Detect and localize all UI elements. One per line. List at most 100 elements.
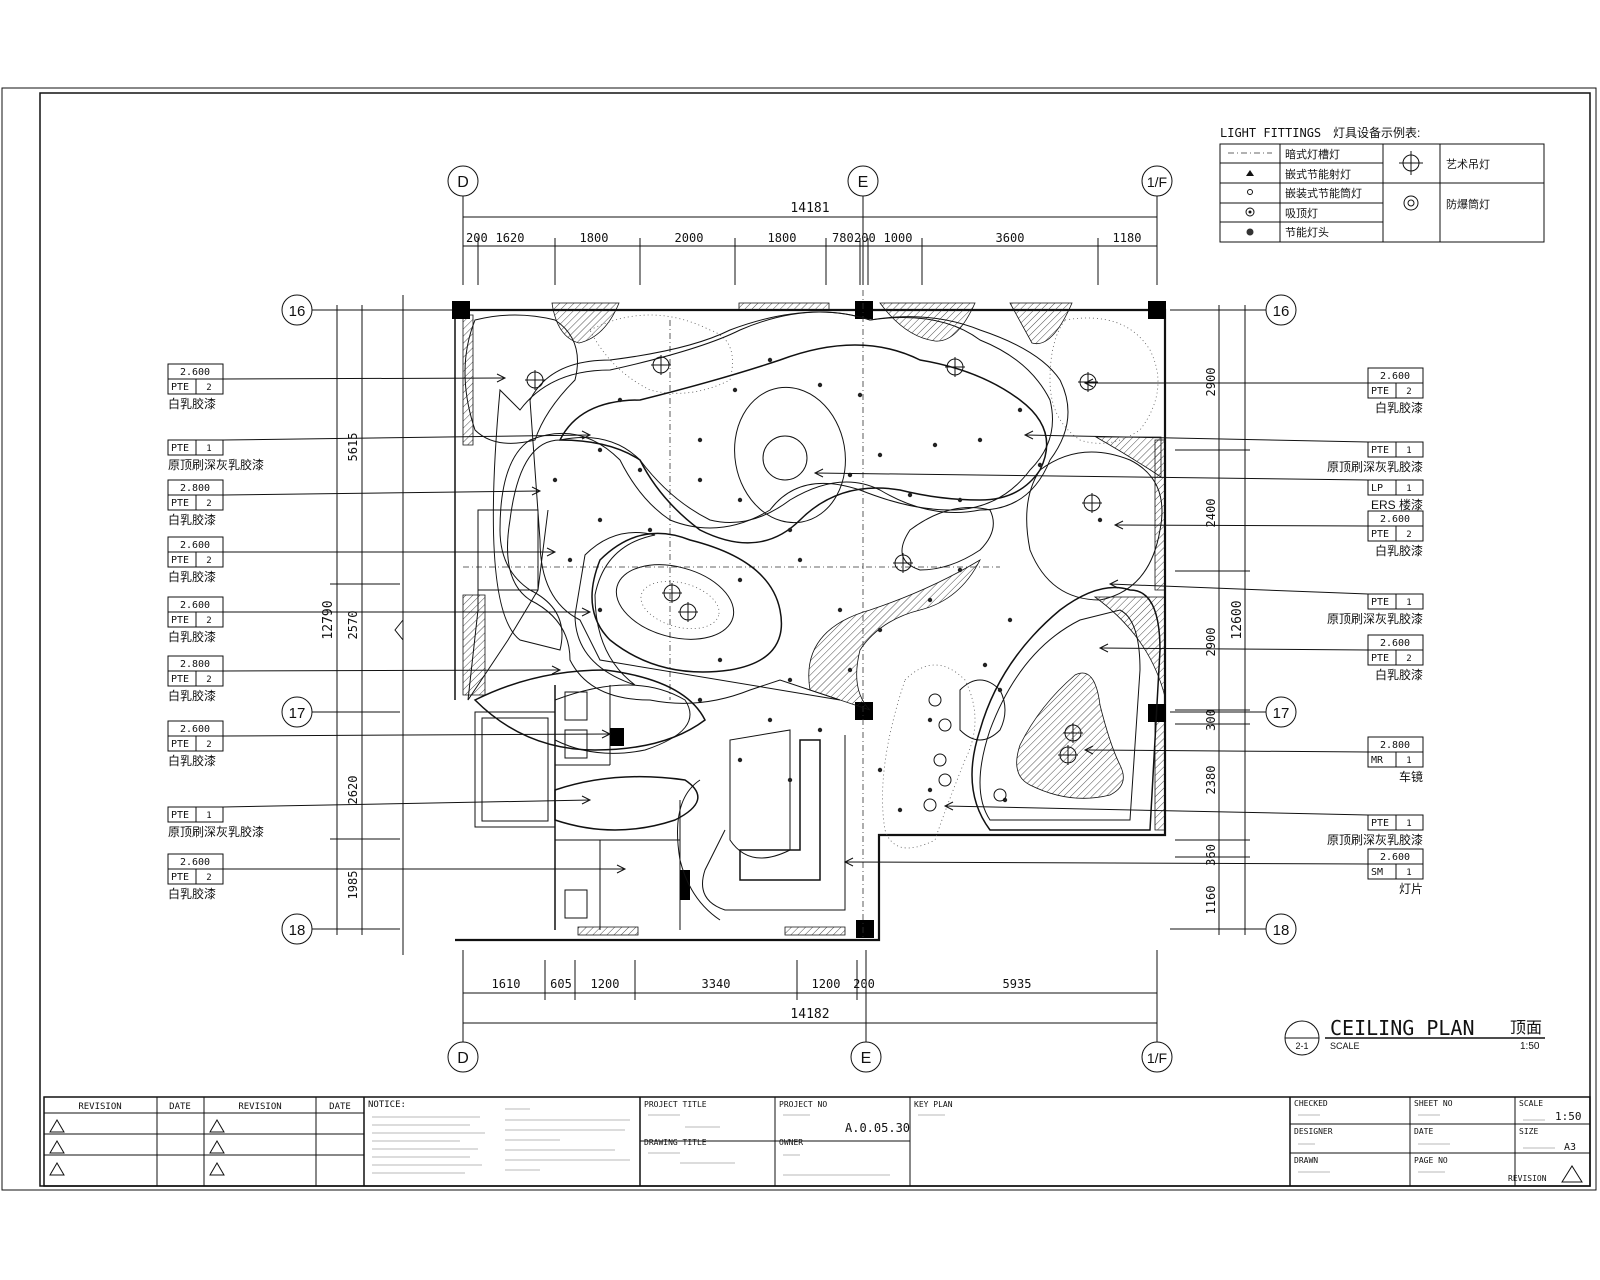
legend-right-2: 防爆筒灯 bbox=[1446, 197, 1490, 211]
material-tag: PTE 1 原顶刷深灰乳胶漆 bbox=[1023, 430, 1424, 474]
down-light-icon bbox=[737, 577, 743, 583]
light-fixtures bbox=[525, 355, 1103, 813]
pendant-light-icon bbox=[678, 602, 698, 622]
dim-left-4: 1985 bbox=[346, 871, 360, 900]
tag-code: SM bbox=[1371, 867, 1383, 878]
tb-owner: OWNER bbox=[779, 1138, 803, 1147]
tag-note: 原顶刷深灰乳胶漆 bbox=[1327, 611, 1423, 626]
right-dimensions: 12600 2900 2400 2900 300 2380 360 1160 bbox=[1175, 305, 1250, 935]
legend-row-1: 暗式灯槽灯 bbox=[1285, 147, 1340, 161]
dim-top-5: 1800 bbox=[768, 231, 797, 245]
tb-sheet-no: SHEET NO bbox=[1414, 1099, 1453, 1108]
dim-bottom-3: 1200 bbox=[591, 977, 620, 991]
down-light-icon bbox=[1007, 617, 1013, 623]
drawing-scale: 1:50 bbox=[1520, 1041, 1540, 1052]
down-light-icon bbox=[1097, 517, 1103, 523]
grid-right-18: 18 bbox=[1273, 922, 1290, 939]
dim-bottom-5: 1200 bbox=[812, 977, 841, 991]
pendant-light-icon bbox=[651, 355, 671, 375]
tag-height: 2.800 bbox=[180, 483, 210, 494]
dim-right-5: 2380 bbox=[1204, 766, 1218, 795]
grid-left-17: 17 bbox=[289, 705, 306, 722]
tb-page-no: PAGE NO bbox=[1414, 1156, 1448, 1165]
tag-note: 原顶刷深灰乳胶漆 bbox=[1327, 459, 1423, 474]
down-light-icon bbox=[837, 607, 843, 613]
tag-note: 白乳胶漆 bbox=[1375, 667, 1423, 682]
tag-number: 1 bbox=[1406, 598, 1411, 608]
down-light-icon bbox=[997, 687, 1003, 693]
pendant-light-icon bbox=[945, 357, 965, 377]
tag-number: 2 bbox=[206, 740, 211, 750]
down-light-icon bbox=[697, 437, 703, 443]
drawing-number: 2-1 bbox=[1295, 1041, 1308, 1051]
tag-code: PTE bbox=[171, 739, 189, 750]
tag-number: 1 bbox=[1406, 868, 1411, 878]
outer-border bbox=[1, 87, 1597, 1191]
down-light-icon bbox=[1017, 407, 1023, 413]
dim-top-4: 2000 bbox=[675, 231, 704, 245]
dim-bottom-total: 14182 bbox=[790, 1007, 829, 1022]
tag-number: 2 bbox=[206, 383, 211, 393]
down-light-icon bbox=[932, 442, 938, 448]
ceiling-light-icon bbox=[928, 693, 942, 707]
dim-top-2: 1620 bbox=[496, 231, 525, 245]
dim-top-10: 1180 bbox=[1113, 231, 1142, 245]
tag-note: 灯片 bbox=[1399, 882, 1423, 896]
down-light-icon bbox=[552, 477, 558, 483]
tag-note: 车镜 bbox=[1399, 769, 1423, 784]
tb-size: SIZE bbox=[1519, 1127, 1538, 1136]
dim-left-2: 2570 bbox=[346, 611, 360, 640]
tag-number: 1 bbox=[1406, 446, 1411, 456]
down-light-icon bbox=[927, 597, 933, 603]
grid-right-16: 16 bbox=[1273, 303, 1290, 320]
down-light-icon bbox=[717, 657, 723, 663]
tag-code: PTE bbox=[1371, 597, 1389, 608]
tag-height: 2.600 bbox=[180, 367, 210, 378]
down-light-icon bbox=[767, 357, 773, 363]
tag-note: 白乳胶漆 bbox=[168, 512, 216, 527]
down-light-icon bbox=[787, 677, 793, 683]
legend-title-cn: 灯具设备示例表: bbox=[1333, 126, 1420, 140]
tag-code: PTE bbox=[1371, 445, 1389, 456]
tag-note: ERS 楼漆 bbox=[1371, 497, 1423, 512]
tag-note: 白乳胶漆 bbox=[168, 629, 216, 644]
tag-height: 2.600 bbox=[1380, 852, 1410, 863]
tag-code: LP bbox=[1371, 483, 1383, 494]
down-light-icon bbox=[737, 497, 743, 503]
tag-height: 2.800 bbox=[180, 659, 210, 670]
dim-bottom-1: 1610 bbox=[492, 977, 521, 991]
title-block: REVISION DATE REVISION DATE NOTICE: PROJ… bbox=[43, 1096, 1591, 1187]
down-light-icon bbox=[877, 627, 883, 633]
legend-title: LIGHT FITTINGS bbox=[1220, 126, 1321, 140]
tb-revision-1: REVISION bbox=[78, 1102, 121, 1112]
down-light-icon bbox=[907, 492, 913, 498]
grid-left-18: 18 bbox=[289, 922, 306, 939]
drawing-title-cn: 顶面 bbox=[1510, 1019, 1542, 1037]
down-light-icon bbox=[567, 557, 573, 563]
tb-project-no: PROJECT NO bbox=[779, 1100, 827, 1109]
down-light-symbol bbox=[1247, 189, 1253, 195]
tb-drawn: DRAWN bbox=[1294, 1156, 1318, 1165]
down-light-icon bbox=[617, 397, 623, 403]
tag-number: 1 bbox=[1406, 756, 1411, 766]
tb-key-plan: KEY PLAN bbox=[914, 1100, 953, 1109]
down-light-icon bbox=[597, 607, 603, 613]
dim-right-7: 1160 bbox=[1204, 886, 1218, 915]
light-fittings-legend: LIGHT FITTINGS 灯具设备示例表: 暗式灯槽灯 嵌式节能射灯 嵌装式… bbox=[1219, 126, 1545, 243]
tag-note: 白乳胶漆 bbox=[168, 569, 216, 584]
legend-row-4: 吸顶灯 bbox=[1285, 207, 1318, 220]
tb-revision-2: REVISION bbox=[238, 1102, 281, 1112]
down-light-icon bbox=[597, 447, 603, 453]
dim-bottom-2: 605 bbox=[550, 977, 572, 991]
tag-number: 2 bbox=[206, 675, 211, 685]
tag-number: 2 bbox=[1406, 530, 1411, 540]
down-light-icon bbox=[737, 757, 743, 763]
tag-note: 白乳胶漆 bbox=[168, 396, 216, 411]
tag-note: 原顶刷深灰乳胶漆 bbox=[1327, 832, 1423, 847]
